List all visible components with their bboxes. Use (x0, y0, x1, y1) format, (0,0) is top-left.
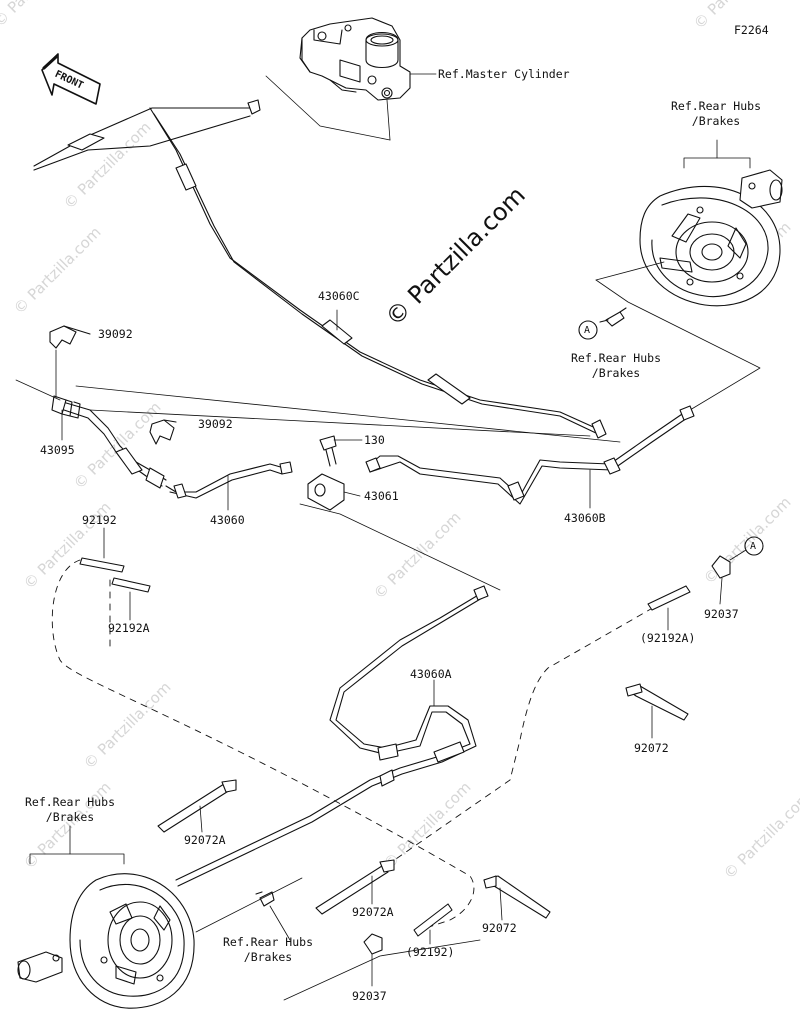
part-92072A-lower: 92072A (352, 905, 394, 919)
part-92072-upper: 92072 (634, 741, 669, 755)
part-92192: 92192 (82, 513, 117, 527)
part-43061: 43061 (364, 489, 399, 503)
cable-tie-92072-upper (625, 683, 689, 739)
rear-brake-right-drawing (639, 169, 783, 307)
ref-rear-hubs-bottom: Ref.Rear Hubs /Brakes (212, 936, 324, 964)
part-43095: 43095 (40, 443, 75, 457)
part-130: 130 (364, 433, 385, 447)
ref-rear-hubs-mid-line1: Ref.Rear Hubs (570, 351, 661, 365)
cable-tie-92072-lower (483, 875, 551, 921)
marker-a-right: A (750, 541, 757, 552)
ref-rear-hubs-bottom-line1: Ref.Rear Hubs (222, 935, 313, 949)
part-92192A-paren: (92192A) (640, 631, 696, 645)
ref-rear-hubs-mid-line2: /Brakes (591, 366, 641, 380)
cable-tie-92072A-lower (315, 859, 395, 915)
part-43060B: 43060B (564, 511, 606, 525)
front-arrow (41, 53, 101, 105)
ref-rear-hubs-top: Ref.Rear Hubs /Brakes (660, 100, 772, 128)
ref-rear-hubs-left-line1: Ref.Rear Hubs (24, 795, 115, 809)
cable-tie-92072A-left (157, 779, 237, 833)
rear-brake-left-drawing (17, 873, 195, 1009)
part-92192-paren: (92192) (406, 945, 455, 959)
ref-rear-hubs-bottom-line2: /Brakes (243, 950, 293, 964)
ref-rear-hubs-top-line1: Ref.Rear Hubs (670, 99, 761, 113)
ref-rear-hubs-mid: Ref.Rear Hubs /Brakes (560, 352, 672, 380)
part-92192A: 92192A (108, 621, 150, 635)
ref-rear-hubs-top-line2: /Brakes (691, 114, 741, 128)
part-39092-upper: 39092 (98, 327, 133, 341)
part-43060C: 43060C (318, 289, 360, 303)
part-92037-upper: 92037 (704, 607, 739, 621)
ref-rear-hubs-left: Ref.Rear Hubs /Brakes (14, 796, 126, 824)
part-39092-lower: 39092 (198, 417, 233, 431)
ref-rear-hubs-left-line2: /Brakes (45, 810, 95, 824)
figure-code: F2264 (734, 23, 769, 37)
master-cylinder-drawing (299, 17, 411, 101)
part-92072-lower: 92072 (482, 921, 517, 935)
part-92037-lower: 92037 (352, 989, 387, 1003)
part-43060: 43060 (210, 513, 245, 527)
ref-master-cylinder: Ref.Master Cylinder (438, 67, 570, 81)
part-92072A-left: 92072A (184, 833, 226, 847)
part-43060A: 43060A (410, 667, 452, 681)
marker-a-upper: A (584, 325, 591, 336)
